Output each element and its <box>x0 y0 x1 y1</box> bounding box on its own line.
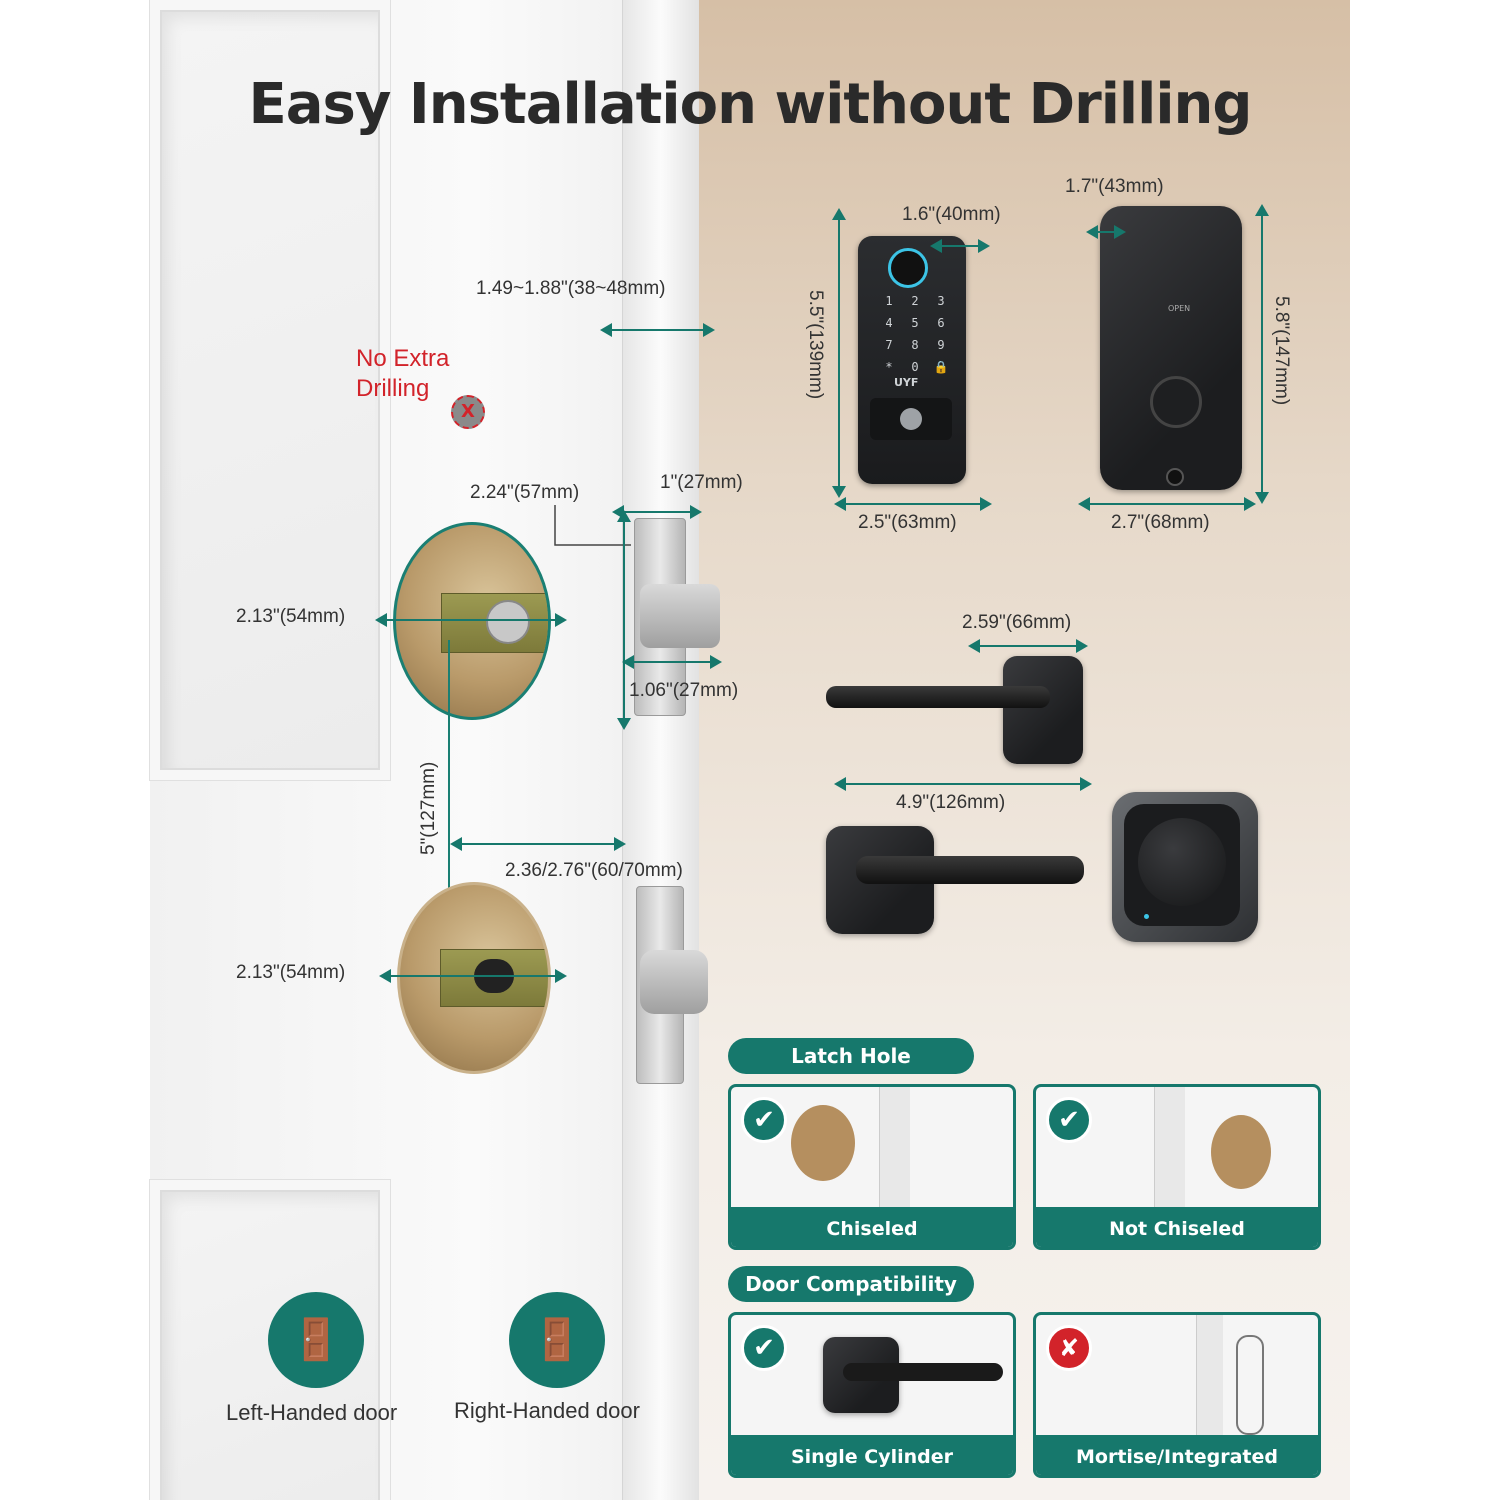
front-width-arrow-icon <box>930 239 990 253</box>
dim-front-height: 5.5"(139mm) <box>805 290 826 400</box>
door-edge-image <box>879 1087 910 1207</box>
lever-rose-arrow-icon <box>968 639 1088 653</box>
check-icon: ✔ <box>1046 1097 1092 1143</box>
check-icon: ✔ <box>741 1097 787 1143</box>
keypad-key[interactable]: 8 <box>911 338 919 352</box>
keypad-key[interactable]: 1 <box>885 294 893 308</box>
keypad-key[interactable]: 9 <box>937 338 945 352</box>
keypad-key[interactable]: 5 <box>911 316 919 330</box>
keypad-key[interactable]: 3 <box>937 294 945 308</box>
door-edge <box>622 0 699 1500</box>
no-drilling-line2: Drilling <box>356 375 430 402</box>
dim-latch-width: 1.06"(27mm) <box>629 680 739 701</box>
keypad-key[interactable]: 2 <box>911 294 919 308</box>
keypad-key[interactable]: 🔒 <box>933 360 949 374</box>
door-compat-title: Door Compatibility <box>728 1266 974 1302</box>
dim-front-width: 1.6"(40mm) <box>902 204 1001 225</box>
smart-knob-unit <box>1112 792 1258 942</box>
rear-depth-arrow-icon <box>1086 225 1126 239</box>
chiseled-label: Chiseled <box>731 1207 1013 1247</box>
plate-height-arrow-icon <box>617 510 631 730</box>
thickness-arrow-icon <box>600 323 715 337</box>
thumbturn-icon <box>1150 376 1202 428</box>
open-label: OPEN <box>1168 304 1191 313</box>
lever-handle-image <box>843 1363 1003 1381</box>
page-title: Easy Installation without Drilling <box>248 72 1253 137</box>
no-drill-x-icon: X <box>451 395 485 429</box>
left-door-icon: 🚪 <box>268 1292 364 1388</box>
right-door-icon: 🚪 <box>509 1292 605 1388</box>
latch-bolt-top <box>640 584 720 648</box>
door-edge-image <box>1196 1315 1223 1435</box>
dim-rear-base: 2.7"(68mm) <box>1111 512 1210 533</box>
brand-logo: UYF <box>894 376 919 389</box>
bottom-hole-arrow-icon <box>379 969 567 983</box>
top-hole-arrow-icon <box>375 613 567 627</box>
latch-bolt-bottom <box>640 950 708 1014</box>
front-height-arrow-icon <box>832 208 846 498</box>
right-handed-label: Right-Handed door <box>454 1398 640 1423</box>
rear-interior-unit: OPEN <box>1100 206 1242 490</box>
latch-card-not-chiseled: ✔ Not Chiseled <box>1033 1084 1321 1250</box>
led-indicator-icon <box>1144 914 1149 919</box>
dim-lever-length: 4.9"(126mm) <box>896 792 1006 813</box>
latch-hole-image <box>791 1105 855 1181</box>
front-base-arrow-icon <box>834 497 992 511</box>
keypad-key[interactable]: 7 <box>885 338 893 352</box>
backset-arrow-icon <box>450 837 626 851</box>
lever-rose-top <box>1003 656 1083 764</box>
rear-base-arrow-icon <box>1078 497 1256 511</box>
left-handed-label: Left-Handed door <box>226 1400 398 1425</box>
front-keypad-unit: 1 2 3 4 5 6 7 8 9 * 0 🔒 UYF <box>858 236 966 484</box>
latch-hole-title: Latch Hole <box>728 1038 974 1074</box>
door-edge-image <box>1154 1087 1185 1207</box>
dim-bottom-hole-diameter: 2.13"(54mm) <box>236 962 346 983</box>
keypad-grid: 1 2 3 4 5 6 7 8 9 * 0 🔒 <box>876 294 956 374</box>
keypad-key[interactable]: 6 <box>937 316 945 330</box>
keypad-key[interactable]: * <box>885 360 893 374</box>
lever-handle-bottom <box>856 856 1084 884</box>
dim-top-hole-diameter: 2.13"(54mm) <box>236 606 346 627</box>
reset-button-icon <box>1166 468 1184 486</box>
spacing-line <box>448 640 450 960</box>
keyhole-icon <box>900 408 922 430</box>
x-icon: ✘ <box>1046 1325 1092 1371</box>
latch-width-arrow-icon <box>622 655 722 669</box>
dim-rear-height: 5.8"(147mm) <box>1271 296 1292 406</box>
dim-spacing: 5"(127mm) <box>418 761 439 855</box>
dim-front-base: 2.5"(63mm) <box>858 512 957 533</box>
dim-door-thickness: 1.49~1.88"(38~48mm) <box>476 278 666 299</box>
rear-height-arrow-icon <box>1255 204 1269 504</box>
latch-card-chiseled: ✔ Chiseled <box>728 1084 1016 1250</box>
keypad-key[interactable]: 0 <box>911 360 919 374</box>
lever-length-arrow-icon <box>834 777 1092 791</box>
mortise-label: Mortise/Integrated <box>1036 1435 1318 1475</box>
knob-face <box>1124 804 1240 926</box>
check-icon: ✔ <box>741 1325 787 1371</box>
latch-hole-image <box>1211 1115 1271 1189</box>
door-panel-top <box>150 0 390 780</box>
dim-rear-depth: 1.7"(43mm) <box>1065 176 1164 197</box>
knob-icon <box>1138 818 1226 906</box>
compat-card-mortise: ✘ Mortise/Integrated <box>1033 1312 1321 1478</box>
fingerprint-sensor-icon <box>888 248 928 288</box>
single-cylinder-label: Single Cylinder <box>731 1435 1013 1475</box>
not-chiseled-label: Not Chiseled <box>1036 1207 1318 1247</box>
bottom-bore-hole <box>397 882 551 1074</box>
keypad-key[interactable]: 4 <box>885 316 893 330</box>
top-bore-hole <box>393 522 551 720</box>
no-drilling-line1: No Extra <box>356 345 450 372</box>
mount-screw-icon <box>486 600 530 644</box>
key-cylinder-housing <box>870 398 952 440</box>
mortise-handle-image <box>1236 1335 1264 1435</box>
no-drilling-note: No Extra Drilling <box>356 344 449 404</box>
lever-handle-top <box>826 686 1050 708</box>
dim-plate-width: 1"(27mm) <box>660 472 743 493</box>
dim-hole-top: 2.24"(57mm) <box>470 482 580 503</box>
dim-backset: 2.36/2.76"(60/70mm) <box>505 860 683 881</box>
hole-top-leader <box>554 505 631 546</box>
dim-lever-rose: 2.59"(66mm) <box>962 612 1072 633</box>
compat-card-single-cylinder: ✔ Single Cylinder <box>728 1312 1016 1478</box>
